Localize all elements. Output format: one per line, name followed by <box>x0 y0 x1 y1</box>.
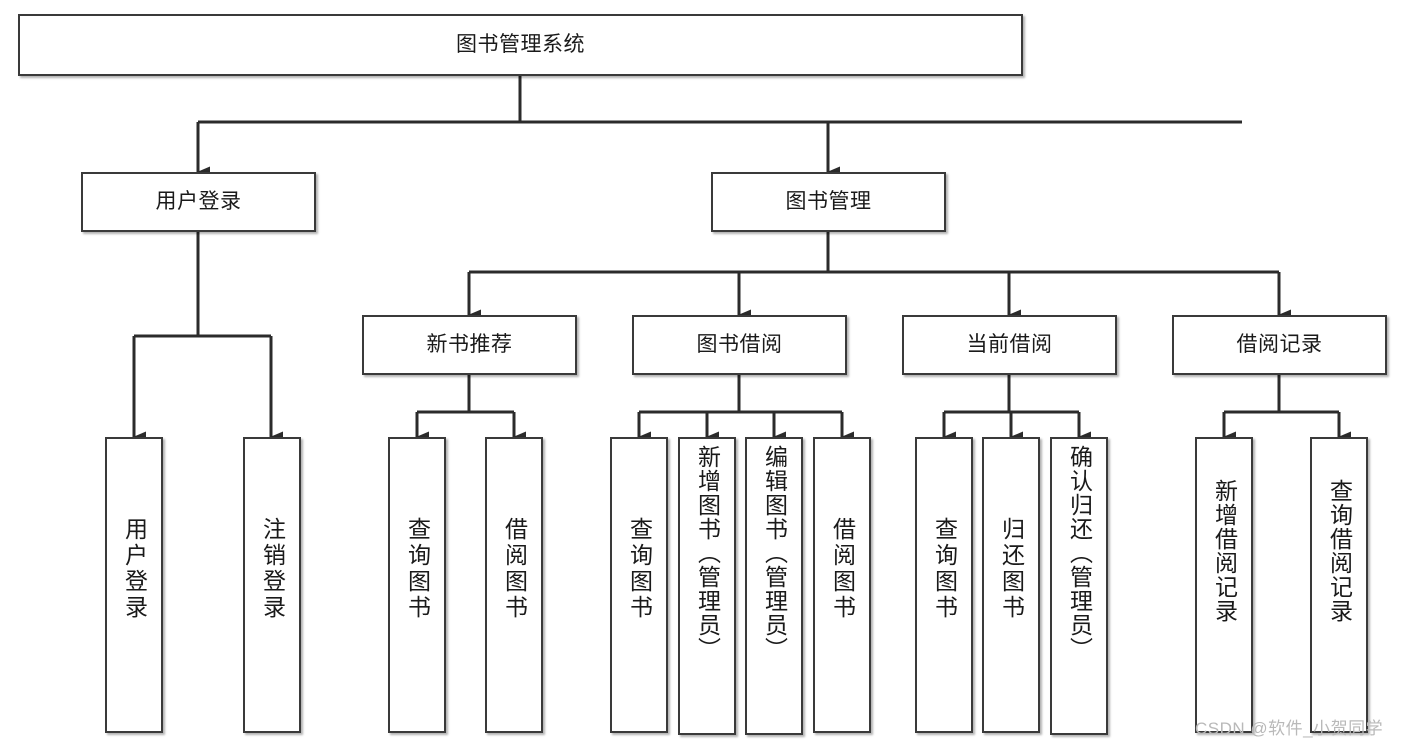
node-label: 新书推荐 <box>426 332 513 356</box>
node-label: 图书借阅 <box>696 332 783 356</box>
node-label: 用户登录 <box>121 517 148 621</box>
node-book-borrow[interactable]: 图书借阅 <box>632 315 847 375</box>
node-user-login[interactable]: 用户登录 <box>81 172 316 232</box>
node-root-system[interactable]: 图书管理系统 <box>18 14 1023 76</box>
node-label: 借阅记录 <box>1236 332 1323 356</box>
node-label: 用户登录 <box>155 189 242 213</box>
node-label: 查询图书 <box>626 517 653 621</box>
node-current-borrow[interactable]: 当前借阅 <box>902 315 1117 375</box>
leaf-borrow-book-borrow[interactable]: 借阅图书 <box>813 437 871 733</box>
node-label: 注销登录 <box>259 517 286 621</box>
leaf-add-book-admin[interactable]: 新增图书（管理员） <box>678 437 736 735</box>
leaf-query-book-current[interactable]: 查询图书 <box>915 437 973 733</box>
leaf-query-borrow-record[interactable]: 查询借阅记录 <box>1310 437 1368 733</box>
leaf-return-book[interactable]: 归还图书 <box>982 437 1040 733</box>
node-label: 编辑图书（管理员） <box>761 445 788 661</box>
node-label: 图书管理系统 <box>456 32 585 56</box>
leaf-confirm-return-admin[interactable]: 确认归还（管理员） <box>1050 437 1108 735</box>
csdn-watermark: CSDN @软件_小贺同学 <box>1195 719 1384 738</box>
node-new-book-recommend[interactable]: 新书推荐 <box>362 315 577 375</box>
node-label: 新增图书（管理员） <box>694 445 721 661</box>
node-label: 图书管理 <box>785 189 872 213</box>
leaf-borrow-book-recommend[interactable]: 借阅图书 <box>485 437 543 733</box>
leaf-edit-book-admin[interactable]: 编辑图书（管理员） <box>745 437 803 735</box>
leaf-query-book-recommend[interactable]: 查询图书 <box>388 437 446 733</box>
node-label: 查询图书 <box>931 517 958 621</box>
leaf-add-borrow-record[interactable]: 新增借阅记录 <box>1195 437 1253 733</box>
node-label: 确认归还（管理员） <box>1066 445 1093 661</box>
node-label: 当前借阅 <box>966 332 1053 356</box>
node-book-management[interactable]: 图书管理 <box>711 172 946 232</box>
node-label: 查询借阅记录 <box>1326 479 1353 623</box>
node-label: 新增借阅记录 <box>1211 479 1238 623</box>
node-borrow-record[interactable]: 借阅记录 <box>1172 315 1387 375</box>
node-label: 借阅图书 <box>501 517 528 621</box>
leaf-query-book-borrow[interactable]: 查询图书 <box>610 437 668 733</box>
node-label: 借阅图书 <box>829 517 856 621</box>
leaf-logout[interactable]: 注销登录 <box>243 437 301 733</box>
node-label: 归还图书 <box>998 517 1025 621</box>
leaf-user-login[interactable]: 用户登录 <box>105 437 163 733</box>
node-label: 查询图书 <box>404 517 431 621</box>
